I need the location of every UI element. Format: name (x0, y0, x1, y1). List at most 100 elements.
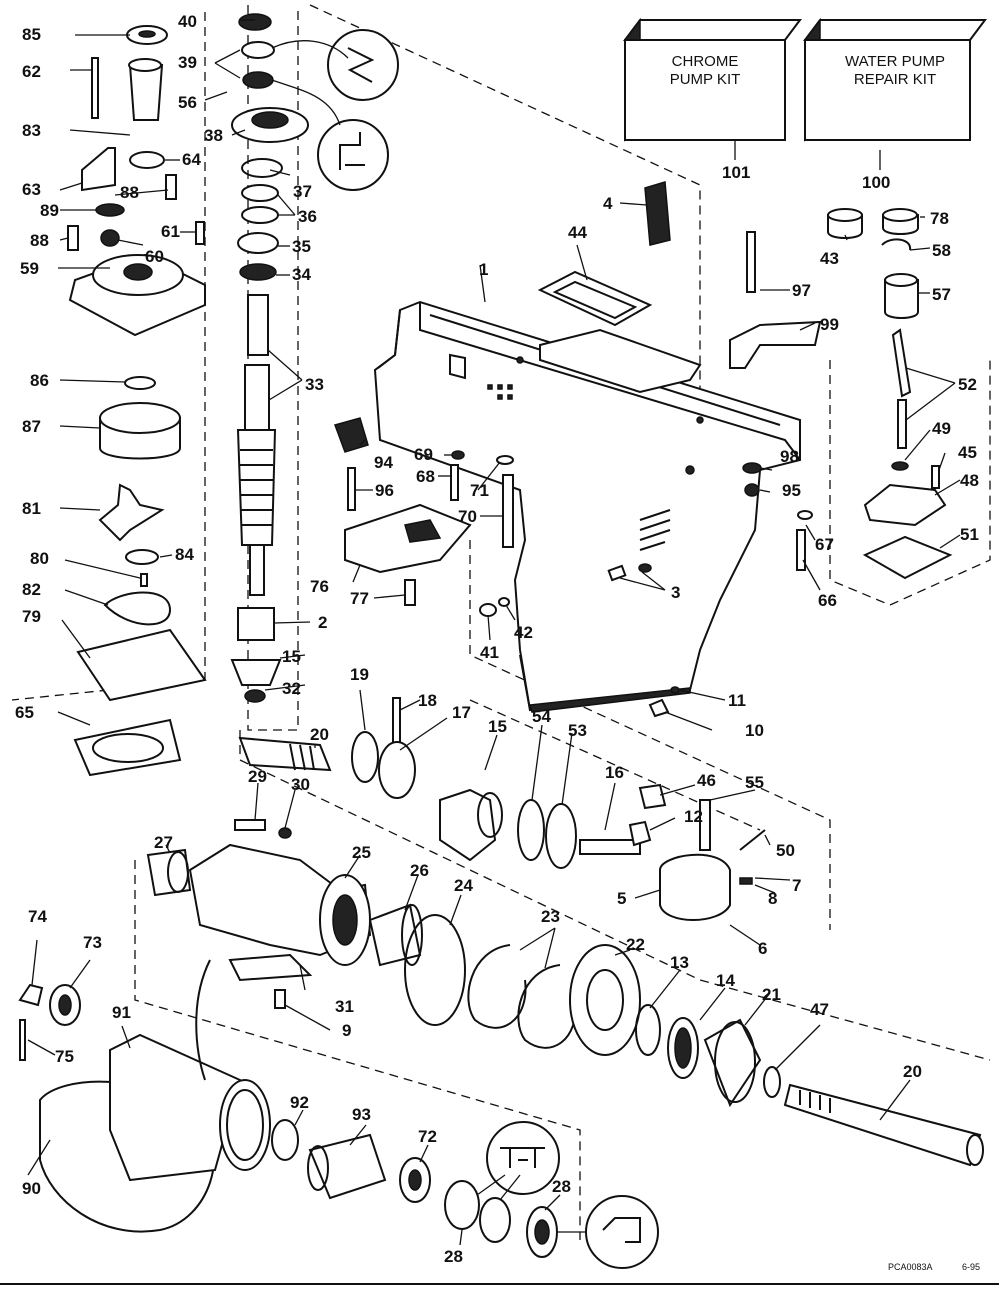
callout-81: 81 (22, 499, 41, 518)
callout-59: 59 (20, 259, 39, 278)
callout-20a: 20 (310, 725, 329, 744)
callout-29: 29 (248, 767, 267, 786)
callout-4: 4 (603, 194, 613, 213)
callout-37: 37 (293, 182, 312, 201)
callout-50: 50 (776, 841, 795, 860)
callout-46: 46 (697, 771, 716, 790)
callout-20b: 20 (903, 1062, 922, 1081)
callout-87: 87 (22, 417, 41, 436)
callout-10: 10 (745, 721, 764, 740)
drive-shaft-stack (230, 13, 309, 703)
callout-90: 90 (22, 1179, 41, 1198)
right-side-parts (334, 181, 953, 718)
callout-9: 9 (342, 1021, 351, 1040)
callout-labels: 1 2 3 4 5 6 7 8 9 10 11 12 13 14 15 15 1… (15, 12, 979, 1266)
callout-57: 57 (932, 285, 951, 304)
callout-30: 30 (291, 775, 310, 794)
callout-41: 41 (480, 643, 499, 662)
callout-34: 34 (292, 265, 311, 284)
callout-68: 68 (416, 467, 435, 486)
callout-24: 24 (454, 876, 473, 895)
callout-56: 56 (178, 93, 197, 112)
callout-101: 101 (722, 163, 750, 182)
callout-100: 100 (862, 173, 890, 192)
callout-51: 51 (960, 525, 979, 544)
callout-78: 78 (930, 209, 949, 228)
callout-70: 70 (458, 507, 477, 526)
service-symbols (271, 29, 659, 1269)
callout-58: 58 (932, 241, 951, 260)
water-pump-kit-box: WATER PUMP REPAIR KIT 100 (803, 17, 987, 192)
figure-date: 6-95 (962, 1262, 980, 1272)
callout-39: 39 (178, 53, 197, 72)
callout-66: 66 (818, 591, 837, 610)
callout-15b: 15 (488, 717, 507, 736)
callout-12: 12 (684, 807, 703, 826)
propeller-parts (18, 959, 558, 1258)
water-pump-parts (67, 25, 207, 777)
callout-95: 95 (782, 481, 801, 500)
callout-88a: 88 (120, 183, 139, 202)
chrome-pump-kit-box: CHROME PUMP KIT 101 (623, 17, 802, 182)
callout-96: 96 (375, 481, 394, 500)
callout-52: 52 (958, 375, 977, 394)
callout-15a: 15 (282, 647, 301, 666)
callout-38: 38 (204, 126, 223, 145)
callout-84: 84 (175, 545, 194, 564)
callout-33: 33 (305, 375, 324, 394)
callout-54: 54 (532, 707, 551, 726)
callout-65: 65 (15, 703, 34, 722)
callout-6: 6 (758, 939, 767, 958)
callout-67: 67 (815, 535, 834, 554)
callout-19: 19 (350, 665, 369, 684)
callout-13: 13 (670, 953, 689, 972)
callout-1: 1 (479, 260, 488, 279)
callout-42: 42 (514, 623, 533, 642)
callout-49: 49 (932, 419, 951, 438)
callout-23: 23 (541, 907, 560, 926)
figure-code: PCA0083A (888, 1262, 933, 1272)
callout-40: 40 (178, 12, 197, 31)
callout-47: 47 (810, 1000, 829, 1019)
callout-93: 93 (352, 1105, 371, 1124)
callout-72: 72 (418, 1127, 437, 1146)
callout-73: 73 (83, 933, 102, 952)
water-kit-line2: REPAIR KIT (854, 71, 936, 88)
callout-55: 55 (745, 773, 764, 792)
callout-16: 16 (605, 763, 624, 782)
callout-31: 31 (335, 997, 354, 1016)
callout-79: 79 (22, 607, 41, 626)
callout-25: 25 (352, 843, 371, 862)
callout-64: 64 (182, 150, 201, 169)
callout-28a: 28 (444, 1247, 463, 1266)
callout-85: 85 (22, 25, 41, 44)
callout-75: 75 (55, 1047, 74, 1066)
callout-3: 3 (671, 583, 680, 602)
water-kit-line1: WATER PUMP (845, 53, 945, 70)
callout-62: 62 (22, 62, 41, 81)
callout-71: 71 (470, 481, 489, 500)
callout-43: 43 (820, 249, 839, 268)
callout-99: 99 (820, 315, 839, 334)
callout-61: 61 (161, 222, 180, 241)
callout-44: 44 (568, 223, 587, 242)
callout-82: 82 (22, 580, 41, 599)
callout-21: 21 (762, 985, 781, 1004)
callout-86: 86 (30, 371, 49, 390)
callout-53: 53 (568, 721, 587, 740)
callout-27: 27 (154, 833, 173, 852)
callout-17: 17 (452, 703, 471, 722)
callout-26: 26 (410, 861, 429, 880)
callout-98: 98 (780, 447, 799, 466)
callout-32: 32 (282, 679, 301, 698)
callout-45: 45 (958, 443, 977, 462)
callout-83: 83 (22, 121, 41, 140)
callout-35: 35 (292, 237, 311, 256)
callout-97: 97 (792, 281, 811, 300)
callout-74: 74 (28, 907, 47, 926)
callout-36: 36 (298, 207, 317, 226)
callout-63: 63 (22, 180, 41, 199)
lower-gear-parts (146, 697, 984, 1167)
callout-60: 60 (145, 247, 164, 266)
